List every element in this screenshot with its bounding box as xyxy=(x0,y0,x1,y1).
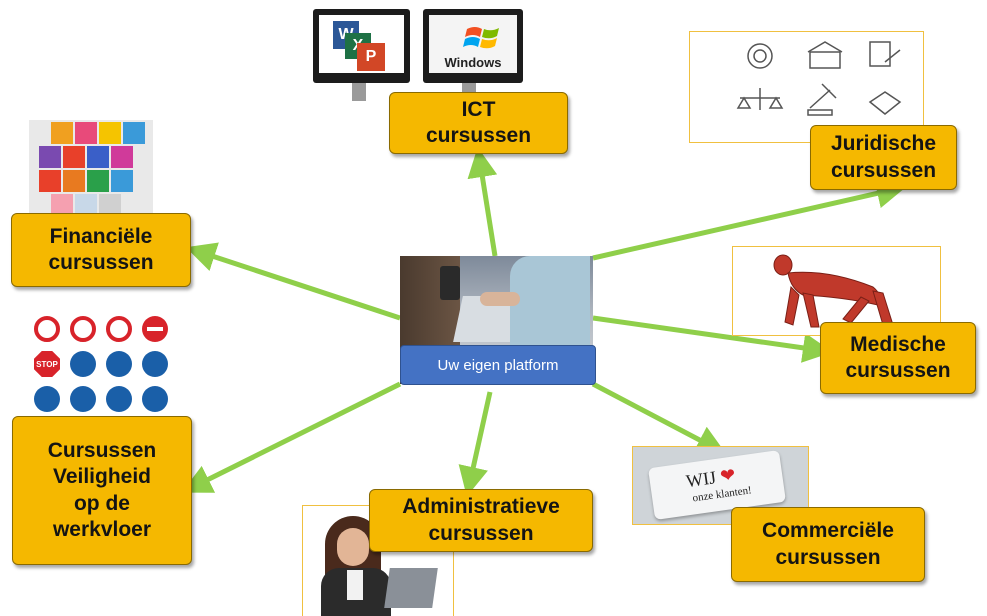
no-entry-sign-icon xyxy=(142,316,168,342)
node-medische-line2: cursussen xyxy=(845,359,951,382)
node-medische-line1: Medische xyxy=(850,332,946,356)
prohibition-sign-icon xyxy=(106,316,132,342)
arrow-to-medische xyxy=(592,315,833,363)
mandatory-sign-icon xyxy=(142,386,168,412)
mandatory-sign-icon xyxy=(142,351,168,377)
mandatory-sign-icon xyxy=(106,386,132,412)
mandatory-sign-icon xyxy=(34,386,60,412)
numbers-blocks-image xyxy=(29,120,153,220)
node-ict-line1: ICT xyxy=(461,97,496,121)
node-financiele: Financiële cursussen xyxy=(11,213,191,287)
stop-sign-icon: STOP xyxy=(34,351,60,377)
keyboard-text-wij: WIJ xyxy=(684,467,718,492)
node-commerciele-line1: Commerciële xyxy=(762,519,894,543)
mandatory-sign-icon xyxy=(106,351,132,377)
mandatory-sign-icon xyxy=(70,386,96,412)
arrow-to-administratieve xyxy=(458,391,493,497)
arrow-to-ict xyxy=(467,147,498,257)
node-veiligheid-line3: op de xyxy=(73,491,130,515)
node-veiligheid-line1: Cursussen xyxy=(47,439,157,462)
juridische-icons-image xyxy=(689,31,924,143)
node-medische: Medische cursussen xyxy=(820,322,976,394)
node-administratieve-line1: Administratieve xyxy=(402,495,560,519)
windows-logo-text: Windows xyxy=(444,55,502,70)
prohibition-sign-icon xyxy=(34,316,60,342)
arrow-to-veiligheid xyxy=(181,381,402,493)
anatomy-figure-image xyxy=(732,246,941,336)
arrow-to-commerciele xyxy=(591,381,727,454)
node-financiele-line1: Financiële xyxy=(49,224,153,248)
node-financiele-line2: cursussen xyxy=(48,251,154,274)
safety-signs-image: STOP xyxy=(34,316,174,416)
monitor-stand xyxy=(352,83,366,101)
node-veiligheid-line2: Veiligheid xyxy=(52,465,151,489)
center-platform-button[interactable]: Uw eigen platform xyxy=(400,345,596,385)
node-commerciele-line2: cursussen xyxy=(775,545,881,569)
node-ict-line2: cursussen xyxy=(425,124,532,147)
windows-monitor-image: Windows xyxy=(423,9,523,83)
heart-icon: ❤ xyxy=(718,464,737,487)
node-veiligheid: Cursussen Veiligheid op de werkvloer xyxy=(12,416,192,565)
node-veiligheid-line4: werkvloer xyxy=(52,517,152,541)
office-monitor-image: W X P xyxy=(313,9,410,83)
arrow-to-financiele xyxy=(185,242,401,321)
node-administratieve-line2: cursussen xyxy=(428,521,534,545)
mandatory-sign-icon xyxy=(70,351,96,377)
prohibition-sign-icon xyxy=(70,316,96,342)
node-ict: ICT cursussen xyxy=(389,92,568,154)
node-juridische-line2: cursussen xyxy=(830,158,937,182)
arrow-to-juridische xyxy=(592,178,907,261)
node-juridische-line1: Juridische xyxy=(830,132,937,156)
